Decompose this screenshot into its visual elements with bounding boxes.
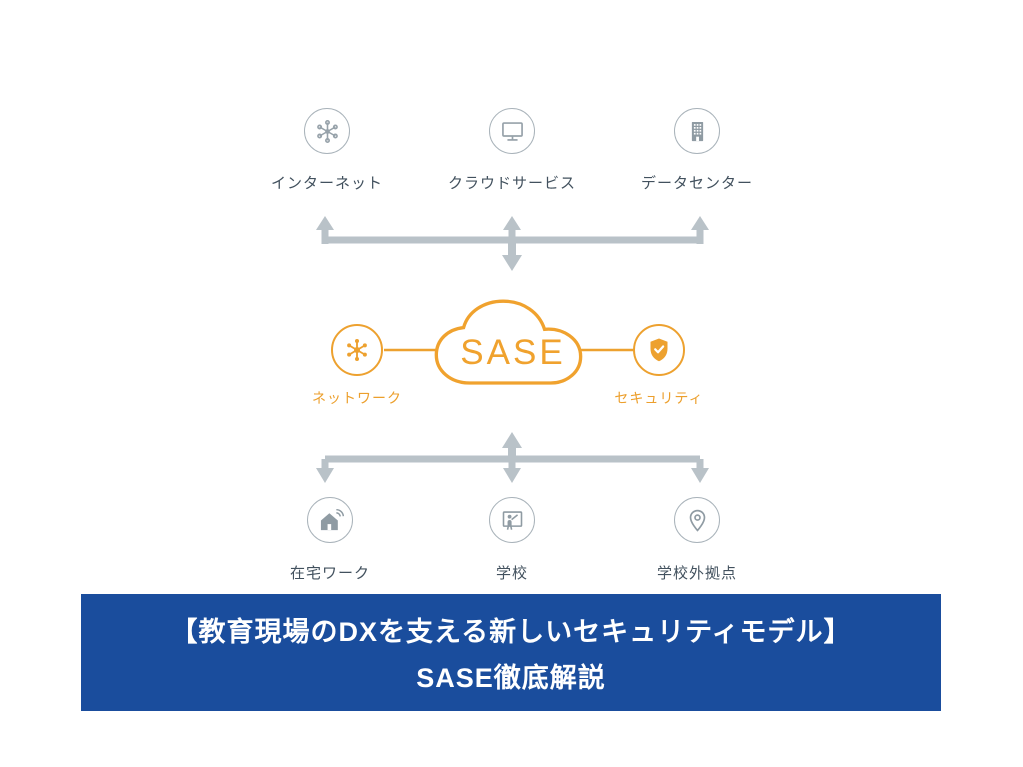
cloud-service-node bbox=[489, 108, 535, 154]
offsite-label: 学校外拠点 bbox=[656, 565, 737, 582]
internet-icon bbox=[316, 119, 338, 143]
school-icon bbox=[502, 510, 522, 530]
network-label: ネットワーク bbox=[312, 390, 402, 406]
top-connector-arrows bbox=[316, 216, 709, 271]
security-label: セキュリティ bbox=[614, 390, 704, 406]
home-work-label: 在宅ワーク bbox=[289, 565, 370, 582]
datacenter-icon bbox=[691, 121, 703, 141]
network-hub-icon bbox=[347, 339, 367, 361]
title-banner: 【教育現場のDXを支える新しいセキュリティモデル】 SASE徹底解説 bbox=[81, 594, 941, 711]
home-work-node bbox=[307, 497, 353, 543]
banner-line-1: 【教育現場のDXを支える新しいセキュリティモデル】 bbox=[170, 617, 852, 647]
cloud-service-label: クラウドサービス bbox=[447, 175, 576, 192]
home-wifi-icon bbox=[320, 508, 344, 530]
sase-title: SASE bbox=[460, 333, 566, 372]
internet-label: インターネット bbox=[270, 175, 383, 192]
network-node bbox=[331, 324, 383, 376]
school-label: 学校 bbox=[495, 565, 528, 582]
datacenter-label: データセンター bbox=[640, 175, 753, 192]
location-pin-icon bbox=[689, 509, 705, 532]
security-node bbox=[633, 324, 685, 376]
offsite-node bbox=[674, 497, 720, 543]
cloud-service-icon bbox=[501, 121, 523, 141]
datacenter-node bbox=[674, 108, 720, 154]
school-node bbox=[489, 497, 535, 543]
security-shield-icon bbox=[650, 338, 668, 362]
internet-node bbox=[304, 108, 350, 154]
bottom-connector-arrows bbox=[316, 432, 709, 483]
banner-line-2: SASE徹底解説 bbox=[416, 663, 606, 693]
